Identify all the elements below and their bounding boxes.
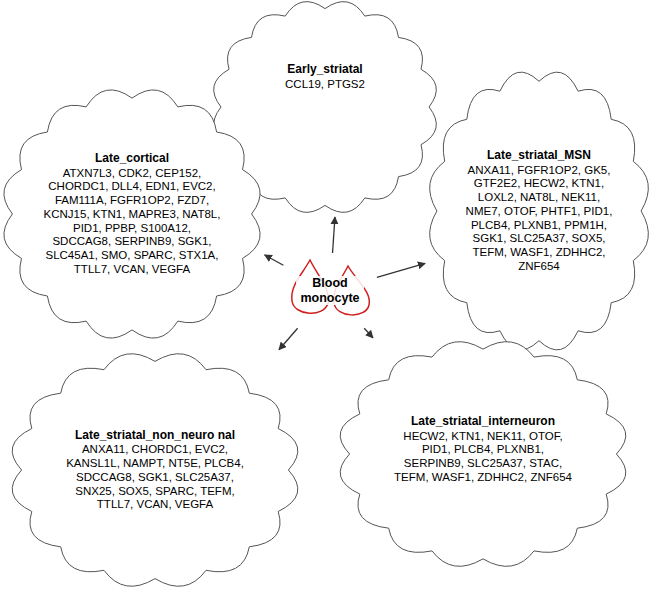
text-group: Blood monocyte	[290, 276, 370, 305]
brain-contour	[430, 72, 649, 350]
gene-list: ATXN7L3, CDK2, CEP152, CHORDC1, DLL4, ED…	[42, 167, 222, 277]
brain-region: Late_striatal_MSN ANXA11, FGFR1OP2, GK5, …	[428, 70, 650, 352]
node-title: Early_striatal	[255, 62, 395, 76]
brain-contour	[4, 90, 260, 338]
brain-region: Late_striatal_non_neuro nalANXA11, CHORD…	[10, 352, 300, 588]
arrow-connector	[333, 217, 335, 253]
brain-region: Late_striatal_interneuronHECW2, KTN1, NE…	[338, 340, 628, 568]
text-group: Late_striatal_non_neuro nalANXA11, CHORD…	[60, 428, 250, 512]
arrow-connector	[265, 255, 284, 265]
text-group: Late_striatal_interneuronHECW2, KTN1, NE…	[393, 414, 573, 485]
node-title: Late_cortical	[42, 151, 222, 165]
brain-contour	[340, 342, 626, 567]
text-group: Late_corticalATXN7L3, CDK2, CEP152, CHOR…	[42, 151, 222, 277]
gene-list: CCL19, PTGS2	[255, 78, 395, 92]
gene-list: ANXA11, FGFR1OP2, GK5, GTF2E2, HECW2, KT…	[459, 164, 619, 274]
brain-region: Late_corticalATXN7L3, CDK2, CEP152, CHOR…	[2, 88, 262, 340]
text-group: Late_striatal_MSN ANXA11, FGFR1OP2, GK5, …	[459, 148, 619, 274]
arrow-connector	[279, 328, 298, 349]
node-title: Late_striatal_non_neuro nal	[60, 428, 250, 442]
brain-contour	[12, 354, 298, 587]
brain-outline	[10, 352, 300, 588]
arrow-connector	[364, 328, 373, 338]
gene-list: ANXA11, CHORDC1, EVC2, KANSL1L, NAMPT, N…	[60, 443, 250, 512]
node-title: Late_striatal_interneuron	[393, 414, 573, 428]
blood-monocyte: Blood monocyte	[286, 256, 374, 326]
node-title: Blood monocyte	[296, 276, 364, 305]
text-group: Early_striatalCCL19, PTGS2	[255, 62, 395, 91]
gene-list: HECW2, KTN1, NEK11, OTOF, PID1, PLCB4, P…	[393, 430, 573, 485]
arrow-connector	[377, 263, 425, 277]
node-title: Late_striatal_MSN	[459, 148, 619, 162]
